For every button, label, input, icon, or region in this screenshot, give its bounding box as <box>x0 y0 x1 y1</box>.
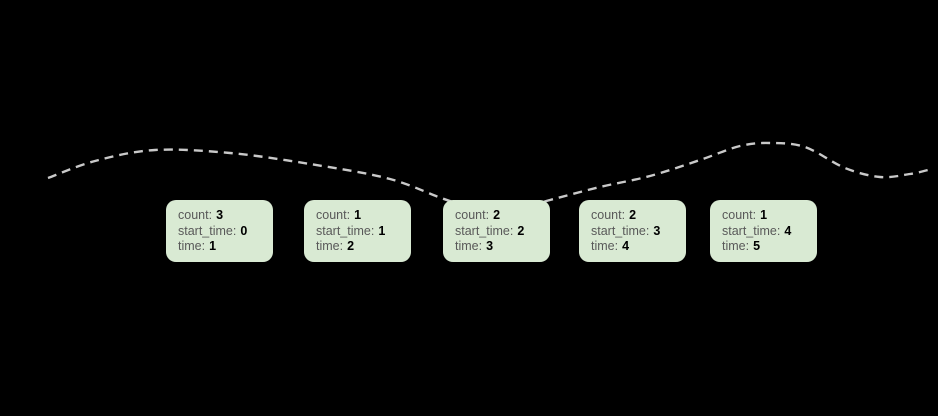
time-value: 4 <box>622 239 630 253</box>
time-row: time:1 <box>178 239 265 255</box>
start-time-value: 3 <box>653 223 661 238</box>
window-node-3: count:2 start_time:2 time:3 <box>443 200 550 262</box>
time-label: time: <box>722 239 750 253</box>
time-label: time: <box>591 239 619 253</box>
count-label: count: <box>722 208 757 222</box>
time-row: time:5 <box>722 239 809 255</box>
start-time-label: start_time: <box>455 223 514 238</box>
start-time-label: start_time: <box>316 223 375 238</box>
count-row: count:2 <box>455 208 542 224</box>
start-time-row: start_time:3 <box>591 224 678 240</box>
start-time-value: 2 <box>517 223 525 238</box>
start-time-label: start_time: <box>722 223 781 238</box>
time-label: time: <box>178 239 206 253</box>
start-time-row: start_time:0 <box>178 224 265 240</box>
time-row: time:3 <box>455 239 542 255</box>
count-label: count: <box>178 208 213 222</box>
start-time-value: 0 <box>240 223 248 238</box>
window-node-5: count:1 start_time:4 time:5 <box>710 200 817 262</box>
count-label: count: <box>591 208 626 222</box>
start-time-row: start_time:2 <box>455 224 542 240</box>
window-node-2: count:1 start_time:1 time:2 <box>304 200 411 262</box>
count-value: 1 <box>354 208 362 222</box>
time-value: 3 <box>486 239 494 253</box>
start-time-value: 1 <box>378 223 386 238</box>
count-row: count:1 <box>722 208 809 224</box>
time-value: 2 <box>347 239 355 253</box>
window-node-1: count:3 start_time:0 time:1 <box>166 200 273 262</box>
count-row: count:2 <box>591 208 678 224</box>
time-label: time: <box>455 239 483 253</box>
count-label: count: <box>455 208 490 222</box>
count-row: count:1 <box>316 208 403 224</box>
count-value: 3 <box>216 208 224 222</box>
time-row: time:4 <box>591 239 678 255</box>
dashed-curve-path <box>47 141 933 215</box>
start-time-row: start_time:1 <box>316 224 403 240</box>
start-time-value: 4 <box>784 223 792 238</box>
start-time-label: start_time: <box>591 223 650 238</box>
count-value: 2 <box>629 208 637 222</box>
count-value: 1 <box>760 208 768 222</box>
time-value: 1 <box>209 239 217 253</box>
time-row: time:2 <box>316 239 403 255</box>
time-value: 5 <box>753 239 761 253</box>
start-time-row: start_time:4 <box>722 224 809 240</box>
count-value: 2 <box>493 208 501 222</box>
count-row: count:3 <box>178 208 265 224</box>
start-time-label: start_time: <box>178 223 237 238</box>
window-node-4: count:2 start_time:3 time:4 <box>579 200 686 262</box>
count-label: count: <box>316 208 351 222</box>
time-label: time: <box>316 239 344 253</box>
